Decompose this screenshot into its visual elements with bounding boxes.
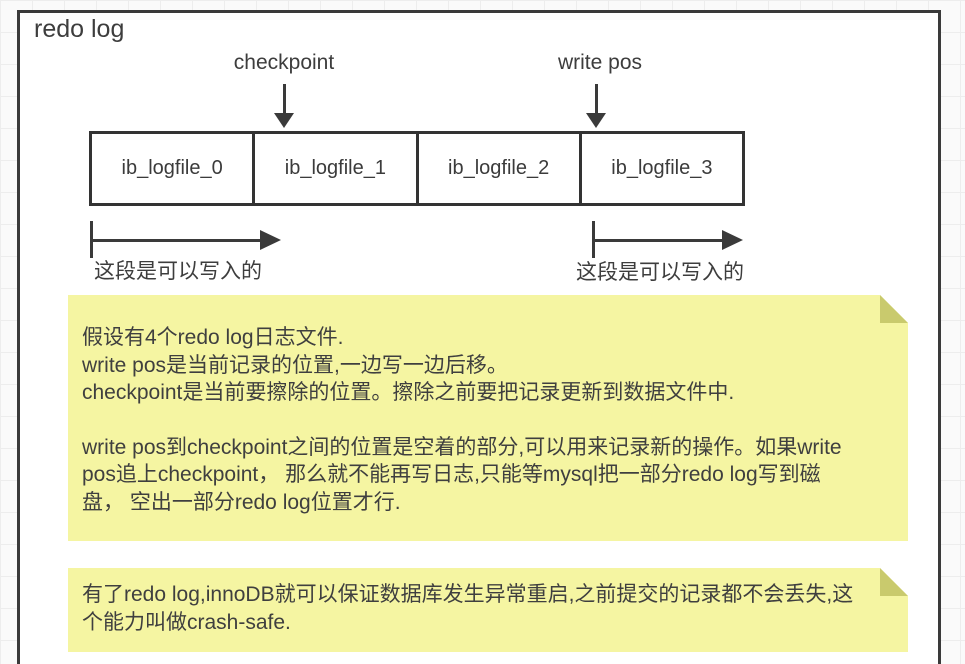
note-paragraph: 有了redo log,innoDB就可以保证数据库发生异常重启,之前提交的记录都… xyxy=(82,581,892,636)
note-text-line: 个能力叫做crash-safe. xyxy=(82,610,291,634)
left-range-caption: 这段是可以写入的 xyxy=(94,260,262,283)
left-range-arrow-line-icon xyxy=(90,239,261,242)
note-text-line: 假设有4个redo log日志文件. xyxy=(82,326,344,349)
write-pos-arrow-line-icon xyxy=(595,84,598,114)
logfile-box-0: ib_logfile_0 xyxy=(89,131,256,206)
logfile-row: ib_logfile_0 ib_logfile_1 ib_logfile_2 i… xyxy=(89,131,745,206)
logfile-box-1: ib_logfile_1 xyxy=(252,131,419,206)
logfile-box-2: ib_logfile_2 xyxy=(415,131,582,206)
logfile-box-3-label: ib_logfile_3 xyxy=(611,157,713,179)
note-paragraph: 假设有4个redo log日志文件. write pos是当前记录的位置,一边写… xyxy=(82,324,892,407)
logfile-box-3: ib_logfile_3 xyxy=(578,131,745,206)
right-range-caption: 这段是可以写入的 xyxy=(576,261,744,284)
note-text-line: checkpoint是当前要擦除的位置。擦除之前要把记录更新到数据文件中. xyxy=(82,381,735,404)
logfile-box-2-label: ib_logfile_2 xyxy=(448,157,550,179)
write-pos-arrow-head-icon xyxy=(586,113,606,128)
right-range-arrow-line-icon xyxy=(592,239,723,242)
note-text-line: 有了redo log,innoDB就可以保证数据库发生异常重启,之前提交的记录都… xyxy=(82,583,854,606)
checkpoint-label: checkpoint xyxy=(233,51,335,74)
logfile-box-1-label: ib_logfile_1 xyxy=(284,157,386,179)
note-paragraph: write pos到checkpoint之间的位置是空着的部分,可以用来记录新的… xyxy=(82,434,892,517)
checkpoint-arrow-head-icon xyxy=(274,113,294,128)
write-pos-label: write pos xyxy=(557,51,643,74)
logfile-box-0-label: ib_logfile_0 xyxy=(121,157,223,179)
page-title: redo log xyxy=(34,15,125,43)
left-range-arrow-head-icon xyxy=(260,230,281,250)
note-text-line: pos追上checkpoint， 那么就不能再写日志,只能等mysql把一部分r… xyxy=(82,463,821,486)
sticky-note-redo-log-explanation: 假设有4个redo log日志文件. write pos是当前记录的位置,一边写… xyxy=(68,295,908,541)
note-text-line: 盘， 空出一部分redo log位置才行. xyxy=(82,490,401,514)
right-range-arrow-head-icon xyxy=(722,230,743,250)
note-text-line: write pos是当前记录的位置,一边写一边后移。 xyxy=(82,353,508,377)
checkpoint-arrow-line-icon xyxy=(283,84,286,114)
sticky-note-crash-safe: 有了redo log,innoDB就可以保证数据库发生异常重启,之前提交的记录都… xyxy=(68,568,908,652)
note-text-line: write pos到checkpoint之间的位置是空着的部分,可以用来记录新的… xyxy=(82,435,842,459)
